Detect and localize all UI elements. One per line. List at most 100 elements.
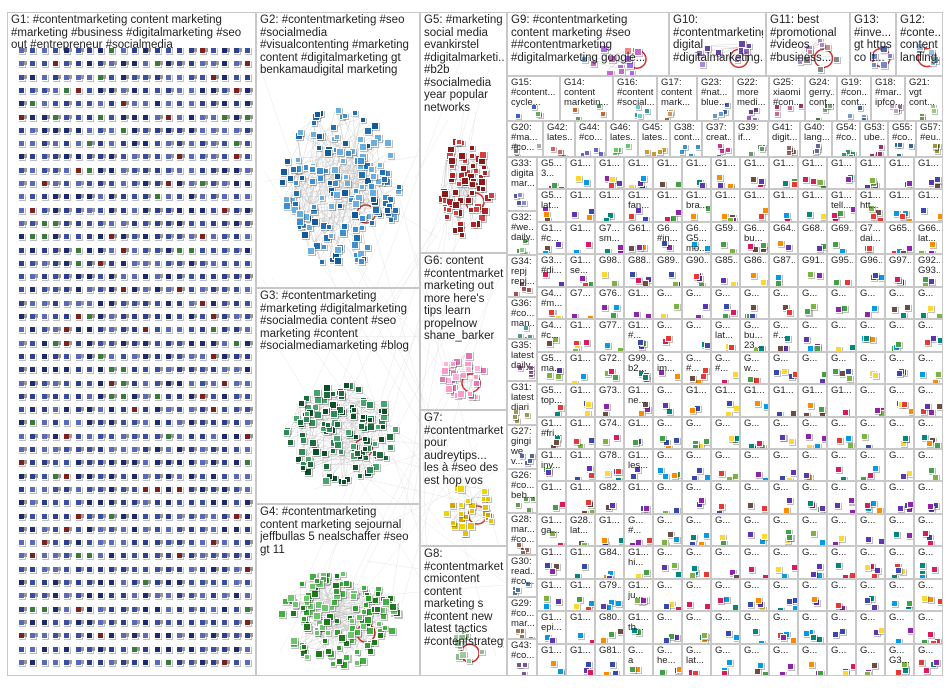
tiny-group[interactable]: G... <box>653 416 682 449</box>
tiny-group[interactable]: G95... <box>827 254 856 287</box>
tiny-group[interactable]: G... <box>885 546 914 579</box>
tiny-group[interactable]: G5... lat... <box>537 189 566 222</box>
group-g40[interactable]: G40: lang... <box>800 121 832 157</box>
tiny-group[interactable]: G... <box>711 448 740 482</box>
tiny-group[interactable]: G... <box>653 286 682 320</box>
tiny-group[interactable]: G1... <box>624 481 653 514</box>
group-g38[interactable]: G38: cont... <box>670 121 702 157</box>
tiny-group[interactable]: G... <box>682 611 711 644</box>
tiny-group[interactable]: G1... <box>653 157 682 190</box>
tiny-group[interactable]: G1... <box>885 157 914 190</box>
tiny-group[interactable]: G... <box>885 286 914 320</box>
tiny-group[interactable]: G... <box>769 578 798 612</box>
tiny-group[interactable]: G59... <box>711 221 740 255</box>
tiny-group[interactable]: G5... ma... <box>537 351 566 385</box>
tiny-group[interactable]: G... <box>682 578 711 612</box>
group-g7[interactable]: G7: #contentmarket... pour audreytips...… <box>420 410 507 546</box>
tiny-group[interactable]: G1... <box>566 611 595 644</box>
group-g29[interactable]: G29: #co... mar... <box>507 597 537 639</box>
group-g33[interactable]: G33: digital mar... <box>507 157 537 211</box>
tiny-group[interactable]: G... he... <box>653 643 682 676</box>
tiny-group[interactable]: G1... <box>537 643 566 676</box>
tiny-group[interactable]: G... <box>914 513 943 547</box>
tiny-group[interactable]: G1... <box>711 384 740 417</box>
tiny-group[interactable]: G... <box>682 319 711 352</box>
tiny-group[interactable]: G... G3... <box>885 643 914 676</box>
tiny-group[interactable]: G... <box>914 351 943 385</box>
tiny-group[interactable]: G... <box>682 513 711 547</box>
tiny-group[interactable]: G86... <box>740 254 769 287</box>
tiny-group[interactable]: G1... <box>914 157 943 190</box>
tiny-group[interactable]: G... #... <box>624 513 653 547</box>
tiny-group[interactable]: G1... <box>537 578 566 612</box>
tiny-group[interactable]: G... <box>914 286 943 320</box>
tiny-group[interactable]: G1... <box>885 189 914 222</box>
tiny-group[interactable]: G99... b2... <box>624 351 653 385</box>
tiny-group[interactable]: G5... 3... <box>537 157 566 190</box>
tiny-group[interactable]: G1... <box>566 448 595 482</box>
tiny-group[interactable]: G... <box>653 481 682 514</box>
tiny-group[interactable]: G... #... <box>769 319 798 352</box>
group-g43[interactable]: G43: #co... <box>507 639 537 676</box>
tiny-group[interactable]: G1... <box>682 384 711 417</box>
group-g30[interactable]: G30: read... #co... <box>507 555 537 597</box>
tiny-group[interactable]: G1... #... <box>624 319 653 352</box>
tiny-group[interactable]: G... <box>769 351 798 385</box>
group-g25[interactable]: G25: xiaomi #con... <box>769 76 805 121</box>
group-g10[interactable]: G10: #contentmarketing digital #digitalm… <box>669 12 766 76</box>
tiny-group[interactable]: G... <box>682 481 711 514</box>
tiny-group[interactable]: G1... <box>566 384 595 417</box>
tiny-group[interactable]: G... #... <box>682 351 711 385</box>
tiny-group[interactable]: G... <box>827 643 856 676</box>
tiny-group[interactable]: G... <box>856 286 885 320</box>
tiny-group[interactable]: G1... <box>798 384 827 417</box>
tiny-group[interactable]: G... <box>740 481 769 514</box>
tiny-group[interactable]: G1... <box>711 157 740 190</box>
tiny-group[interactable]: G82... <box>595 481 624 514</box>
group-g5[interactable]: G5: #marketing social media evankirstel … <box>420 12 507 253</box>
group-g26[interactable]: G26: #co... beb... <box>507 469 537 513</box>
tiny-group[interactable]: G... <box>856 643 885 676</box>
tiny-group[interactable]: G... <box>740 286 769 320</box>
tiny-group[interactable]: G... <box>914 481 943 514</box>
tiny-group[interactable]: G... <box>798 546 827 579</box>
tiny-group[interactable]: G... <box>856 351 885 385</box>
tiny-group[interactable]: G... <box>798 513 827 547</box>
group-g27[interactable]: G27: gingi we v... <box>507 425 537 469</box>
tiny-group[interactable]: G... <box>885 611 914 644</box>
tiny-group[interactable]: G... lat... <box>682 643 711 676</box>
tiny-group[interactable]: G... <box>885 416 914 449</box>
tiny-group[interactable]: G... <box>769 643 798 676</box>
tiny-group[interactable]: G80... <box>595 611 624 644</box>
tiny-group[interactable]: G1... <box>595 189 624 222</box>
group-g19[interactable]: G19: #con... cont... <box>837 76 871 121</box>
tiny-group[interactable]: G... <box>856 481 885 514</box>
tiny-group[interactable]: G84... <box>595 546 624 579</box>
tiny-group[interactable]: G... <box>711 286 740 320</box>
tiny-group[interactable]: G1... <box>566 319 595 352</box>
tiny-group[interactable]: G81... <box>595 643 624 676</box>
group-g46[interactable]: G46: lates... <box>606 121 638 157</box>
tiny-group[interactable]: G... <box>769 286 798 320</box>
group-g11[interactable]: G11: best #promotional #videos #business… <box>766 12 850 76</box>
tiny-group[interactable]: G6... #in... <box>653 221 682 255</box>
tiny-group[interactable]: G... <box>798 611 827 644</box>
tiny-group[interactable]: G... <box>885 481 914 514</box>
group-g21[interactable]: G21: vgt cont... <box>905 76 943 121</box>
tiny-group[interactable]: G... <box>856 513 885 547</box>
tiny-group[interactable]: G1... <box>798 157 827 190</box>
tiny-group[interactable]: G... <box>711 416 740 449</box>
group-g3[interactable]: G3: #contentmarketing #marketing #digita… <box>256 288 420 504</box>
tiny-group[interactable]: G97... <box>885 254 914 287</box>
tiny-group[interactable]: G73... <box>595 384 624 417</box>
group-g45[interactable]: G45: lates... <box>638 121 670 157</box>
tiny-group[interactable]: G... bu... 23... <box>740 319 769 352</box>
group-g9[interactable]: G9: #contentmarketing content marketing … <box>507 12 669 76</box>
tiny-group[interactable]: G1... ne... <box>624 384 653 417</box>
tiny-group[interactable]: G1... <box>856 157 885 190</box>
tiny-group[interactable]: G... <box>885 578 914 612</box>
tiny-group[interactable]: G... <box>740 611 769 644</box>
tiny-group[interactable]: G1... <box>595 513 624 547</box>
tiny-group[interactable]: G... <box>914 578 943 612</box>
tiny-group[interactable]: G69... <box>827 221 856 255</box>
